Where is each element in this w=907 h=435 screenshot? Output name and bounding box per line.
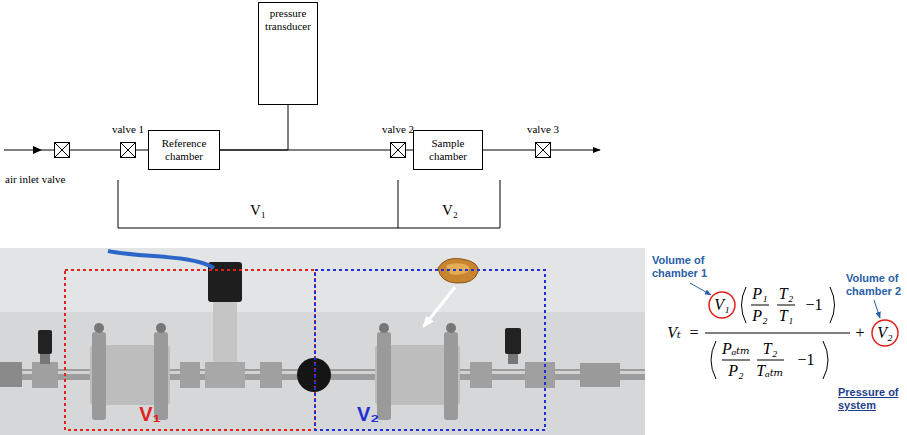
chamber-box: Reference chamber bbox=[148, 130, 220, 170]
formula-lines bbox=[705, 287, 850, 379]
formula-term: P₁ bbox=[752, 286, 767, 302]
formula-term: P₂ bbox=[752, 308, 767, 324]
valve-label: valve 1 bbox=[112, 123, 144, 136]
formula-operator: −1 bbox=[805, 297, 822, 313]
pipe-lead bbox=[4, 146, 600, 154]
valve: valve 1 bbox=[120, 142, 136, 158]
annotation: Pressure of system bbox=[838, 386, 902, 412]
pipe-line bbox=[406, 150, 413, 151]
box-text: Reference chamber bbox=[153, 137, 215, 163]
pointer-arrow bbox=[690, 283, 711, 295]
annotation: Volume of chamber 1 bbox=[652, 254, 714, 280]
formula-operator: −1 bbox=[797, 352, 814, 368]
apparatus-photo bbox=[0, 248, 645, 435]
formula-operator: + bbox=[855, 325, 864, 341]
formula-term: Pₐₜₘ bbox=[722, 341, 750, 357]
formula-term: Vₜ bbox=[667, 325, 681, 341]
volume-label: V₁ bbox=[250, 203, 266, 218]
valve: air inlet valve bbox=[54, 142, 70, 158]
valve-symbol bbox=[391, 143, 405, 157]
formula-operator: = bbox=[689, 325, 698, 341]
formula-term: V₂ bbox=[877, 325, 892, 341]
v2-region bbox=[315, 270, 545, 430]
volume-label: V₁ bbox=[139, 404, 161, 424]
valve-symbol bbox=[55, 143, 69, 157]
valve-label: air inlet valve bbox=[5, 173, 65, 186]
volume-bracket bbox=[118, 180, 500, 228]
chamber-box: Sample chamber bbox=[413, 130, 483, 170]
box-text: pressure transducer bbox=[263, 7, 313, 33]
annotation: Volume of chamber 2 bbox=[846, 272, 904, 298]
pointer-arrow bbox=[874, 300, 880, 318]
pipe-line bbox=[220, 105, 288, 150]
volume-label: V₂ bbox=[357, 404, 379, 424]
valve-label: valve 2 bbox=[382, 123, 414, 136]
formula-term: T₂ bbox=[779, 286, 793, 302]
formula-term: T₁ bbox=[779, 308, 793, 324]
transducer-box: pressure transducer bbox=[258, 2, 318, 105]
pipe-line bbox=[220, 150, 390, 151]
valve: valve 3 bbox=[535, 142, 551, 158]
valve: valve 2 bbox=[390, 142, 406, 158]
formula-term: V₁ bbox=[714, 297, 729, 313]
sample-picture bbox=[424, 258, 478, 326]
valve-symbol bbox=[536, 143, 550, 157]
v1-region bbox=[65, 270, 315, 430]
valve-label: valve 3 bbox=[527, 123, 559, 136]
pipe-line bbox=[136, 150, 148, 151]
volume-label: V₂ bbox=[442, 203, 458, 218]
box-text: Sample chamber bbox=[418, 137, 478, 163]
formula-term: Tₐₜₘ bbox=[756, 363, 783, 379]
pipe-line bbox=[70, 150, 120, 151]
valve-symbol bbox=[121, 143, 135, 157]
highlight-circle bbox=[872, 320, 898, 346]
pipe-line bbox=[483, 150, 535, 151]
formula-term: P₂ bbox=[728, 363, 743, 379]
formula-term: T₂ bbox=[763, 341, 777, 357]
highlight-circle bbox=[709, 292, 735, 318]
